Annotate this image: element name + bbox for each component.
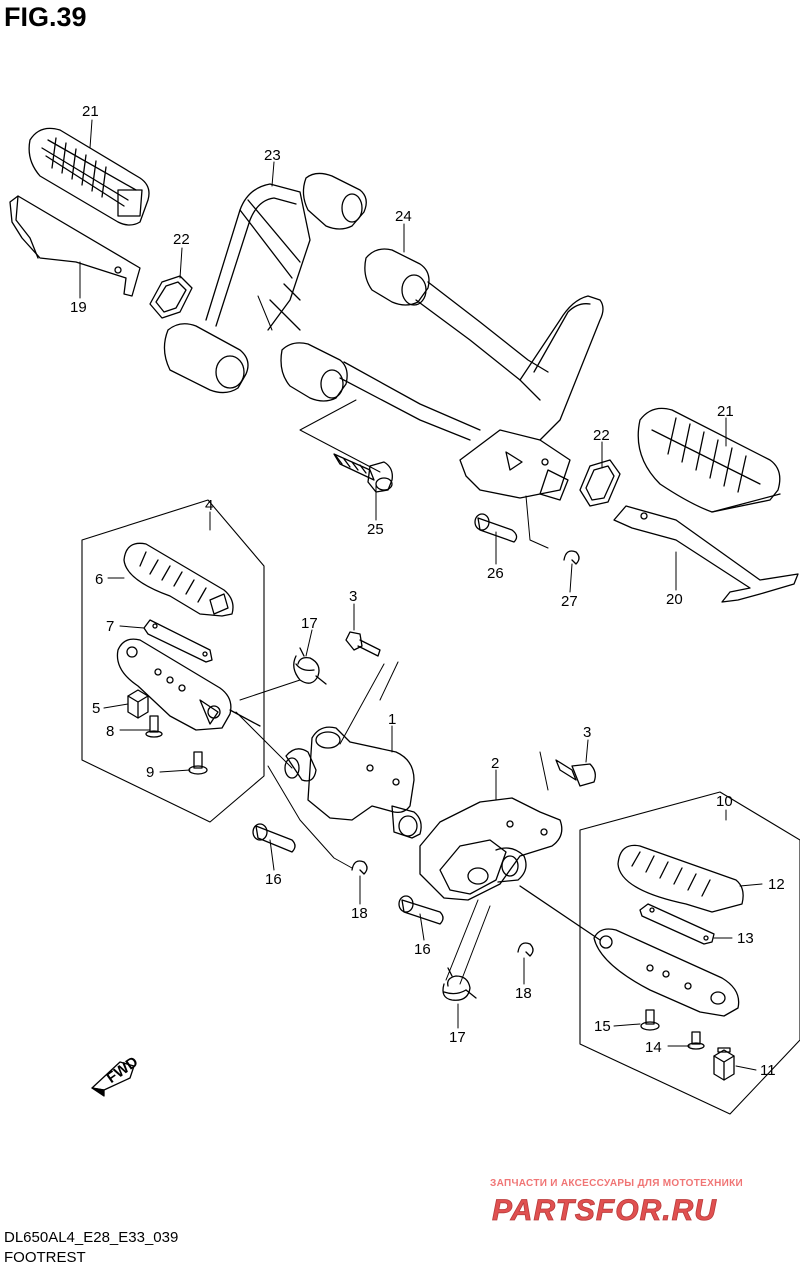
assembly-4-box [81, 499, 265, 823]
callout-9: 9 [146, 764, 154, 781]
part-3-bolt-upper [345, 631, 381, 657]
callout-16-lower: 16 [414, 941, 431, 958]
part-25-bolt [333, 453, 393, 493]
figure-title: FIG.39 [4, 2, 87, 32]
footer: DL650AL4_E28_E33_039 FOOTREST [4, 1228, 178, 1268]
callout-15: 15 [594, 1018, 611, 1035]
callout-4: 4 [205, 497, 213, 514]
callout-23: 23 [264, 147, 281, 164]
callout-numbers: 21 23 22 24 19 21 22 25 26 27 20 4 6 3 7… [70, 103, 785, 1079]
callout-25: 25 [367, 521, 384, 538]
part-15-bolt [640, 1009, 660, 1031]
callout-21-upper: 21 [82, 103, 99, 120]
watermark-logo: PARTSFOR.RU [492, 1194, 717, 1226]
callout-6: 6 [95, 571, 103, 588]
callout-5: 5 [92, 700, 100, 717]
callout-11: 11 [760, 1062, 776, 1079]
callout-2: 2 [491, 755, 499, 772]
part-18-e-clip-left [351, 860, 368, 875]
callout-27: 27 [561, 593, 578, 610]
part-7-plate-left [143, 619, 213, 663]
model-code: DL650AL4_E28_E33_039 [4, 1229, 179, 1246]
callout-18-left: 18 [351, 905, 368, 922]
part-24-footrest-bracket-right [280, 248, 604, 501]
assembly-guide-lines-upper [257, 295, 549, 549]
part-19-bracket-left [9, 195, 141, 297]
part-4-footrest-body-left [116, 638, 261, 731]
callout-14: 14 [645, 1039, 662, 1056]
callout-17-lower: 17 [449, 1029, 466, 1046]
fwd-arrow-icon [91, 1061, 135, 1097]
part-21-footrest-rubber-upper [28, 127, 150, 226]
part-22-cushion-right [579, 459, 621, 507]
part-1-footrest-bracket-left [284, 726, 422, 839]
callout-21-right: 21 [717, 403, 734, 420]
part-10-footrest-body-right [519, 885, 740, 1017]
part-16-pin-left [252, 823, 296, 853]
callout-8: 8 [106, 723, 114, 740]
part-26-pin [474, 513, 518, 543]
part-21-footrest-rubber-right [637, 407, 781, 513]
callout-10: 10 [716, 793, 733, 810]
part-5-nut [127, 689, 149, 719]
part-13-plate-right [639, 903, 715, 945]
callout-26: 26 [487, 565, 504, 582]
part-18-e-clip-lower [517, 942, 534, 957]
watermark-logo-text: PARTSFOR.RU [492, 1194, 717, 1226]
part-11-nut [713, 1047, 735, 1081]
part-12-footrest-rubber-right [617, 844, 744, 913]
callout-3-upper: 3 [349, 588, 357, 605]
callout-12: 12 [768, 876, 785, 893]
watermark-subtitle: ЗАПЧАСТИ И АКСЕССУАРЫ ДЛЯ МОТОТЕХНИКИ [490, 1178, 743, 1189]
callout-22-right: 22 [593, 427, 610, 444]
part-6-footrest-rubber-left [123, 542, 234, 617]
callout-18-lower: 18 [515, 985, 532, 1002]
callout-24: 24 [395, 208, 412, 225]
leader-lines [79, 119, 763, 1071]
assembly-guide-lines-middle [235, 661, 549, 985]
part-20-bracket-right [613, 505, 799, 603]
section-name: FOOTREST [4, 1249, 86, 1266]
callout-16-left: 16 [265, 871, 282, 888]
callout-3-lower: 3 [583, 724, 591, 741]
part-22-cushion-upper [149, 275, 193, 319]
callout-19: 19 [70, 299, 87, 316]
part-3-bolt-lower [555, 759, 596, 787]
part-17-spring-lower [442, 967, 477, 1001]
part-8-bolt [145, 715, 163, 738]
callout-20: 20 [666, 591, 683, 608]
part-17-spring-upper [293, 647, 327, 685]
callout-22-upper: 22 [173, 231, 190, 248]
part-2-footrest-bracket-right [419, 797, 563, 901]
callout-7: 7 [106, 618, 114, 635]
callout-17-upper: 17 [301, 615, 318, 632]
assembly-10-box [579, 791, 800, 1115]
part-16-pin-lower [398, 895, 444, 925]
callout-13: 13 [737, 930, 754, 947]
callout-1: 1 [388, 711, 396, 728]
part-27-e-clip [563, 550, 580, 565]
part-23-footrest-bracket-left [163, 172, 367, 394]
part-9-bolt [188, 751, 208, 775]
part-14-bolt [687, 1031, 705, 1050]
